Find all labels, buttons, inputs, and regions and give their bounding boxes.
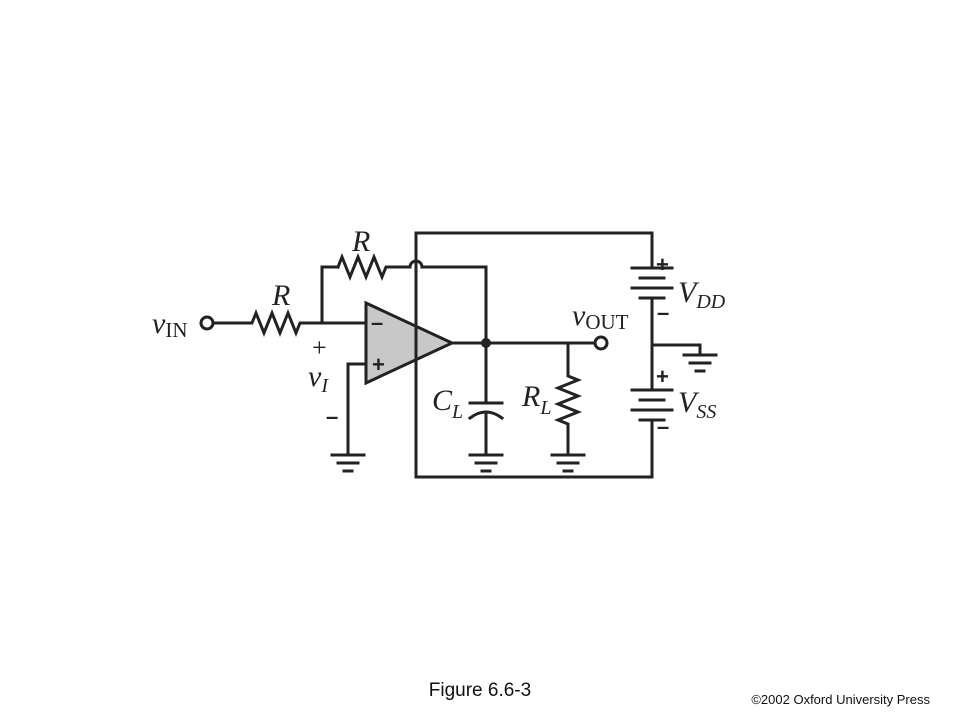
opamp-inverting-sign: – [371, 310, 383, 335]
vss-label: VSS [678, 386, 716, 423]
figure-caption: Figure 6.6-3 [428, 680, 532, 701]
supply-loop [414, 231, 654, 364]
vdd-label: VDD [678, 276, 726, 313]
v-in-label: vIN [152, 307, 188, 342]
vss-plus-sign: + [656, 364, 669, 389]
load-resistor [553, 341, 583, 457]
vdd-plus-sign: + [656, 252, 669, 277]
feedback-wire-left [320, 265, 340, 325]
feedback-wire-right [420, 265, 488, 345]
v-i-plus-sign: + [312, 333, 327, 362]
noninverting-input-wire [346, 362, 368, 457]
supply-loop-bottom [414, 360, 654, 479]
load-resistor-ground-symbol [550, 453, 586, 473]
input-resistor [211, 308, 370, 338]
opamp-ground-symbol [330, 453, 366, 473]
r-load-label: RL [521, 380, 551, 419]
vss-minus-sign: – [657, 414, 669, 439]
r-feedback-label: R [351, 225, 370, 258]
v-i-label: vI [308, 360, 329, 397]
c-load-label: CL [432, 384, 463, 423]
supply-ground-symbol [682, 353, 718, 373]
r-input-label: R [271, 279, 290, 312]
feedback-resistor [336, 252, 412, 282]
v-out-terminal [593, 335, 609, 351]
v-i-minus-sign: – [326, 404, 338, 429]
vdd-minus-sign: – [657, 300, 669, 325]
v-out-label: vOUT [572, 299, 629, 334]
capacitor-ground-symbol [468, 453, 504, 473]
opamp-noninverting-sign: + [372, 352, 385, 377]
supply-ground-wire [650, 343, 702, 357]
opamp-body [364, 300, 456, 386]
v-in-terminal [199, 315, 215, 331]
copyright-notice: ©2002 Oxford University Press [751, 692, 930, 707]
